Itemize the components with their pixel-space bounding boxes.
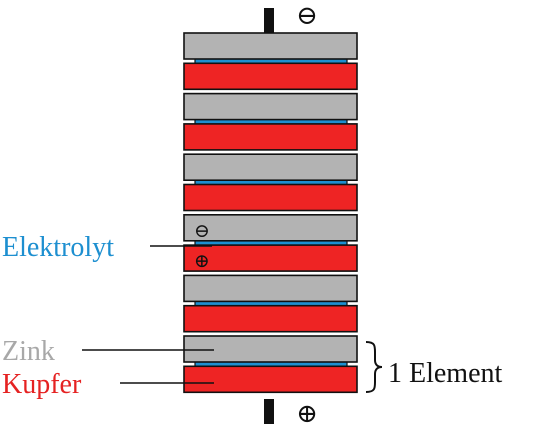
- negative-terminal: [264, 8, 274, 33]
- electrolyte-label: Elektrolyt: [2, 232, 114, 263]
- inner-negative-charge: ⊖: [194, 221, 210, 242]
- zinc-plate-11: [183, 335, 358, 363]
- element-brace: [365, 341, 383, 393]
- copper-plate-10: [183, 304, 358, 333]
- zinc-plate-3: [183, 92, 358, 121]
- positive-terminal: [264, 399, 274, 424]
- copper-plate-8: [183, 244, 358, 272]
- zinc-plate-5: [183, 153, 358, 181]
- inner-positive-charge: ⊕: [194, 251, 210, 272]
- zinc-plate-7: [183, 214, 358, 242]
- copper-plate-6: [183, 183, 358, 212]
- zinc-plate-1: [183, 32, 358, 60]
- copper-label: Kupfer: [2, 369, 82, 400]
- copper-plate-2: [183, 62, 358, 91]
- zinc-label: Zink: [2, 336, 55, 367]
- negative-terminal-sign: ⊖: [296, 1, 318, 30]
- element-label: 1 Element: [388, 358, 503, 389]
- positive-terminal-sign: ⊕: [296, 399, 318, 428]
- zinc-plate-9: [183, 274, 358, 303]
- metal-plates: [183, 32, 358, 394]
- copper-plate-4: [183, 123, 358, 151]
- copper-plate-12: [183, 365, 358, 394]
